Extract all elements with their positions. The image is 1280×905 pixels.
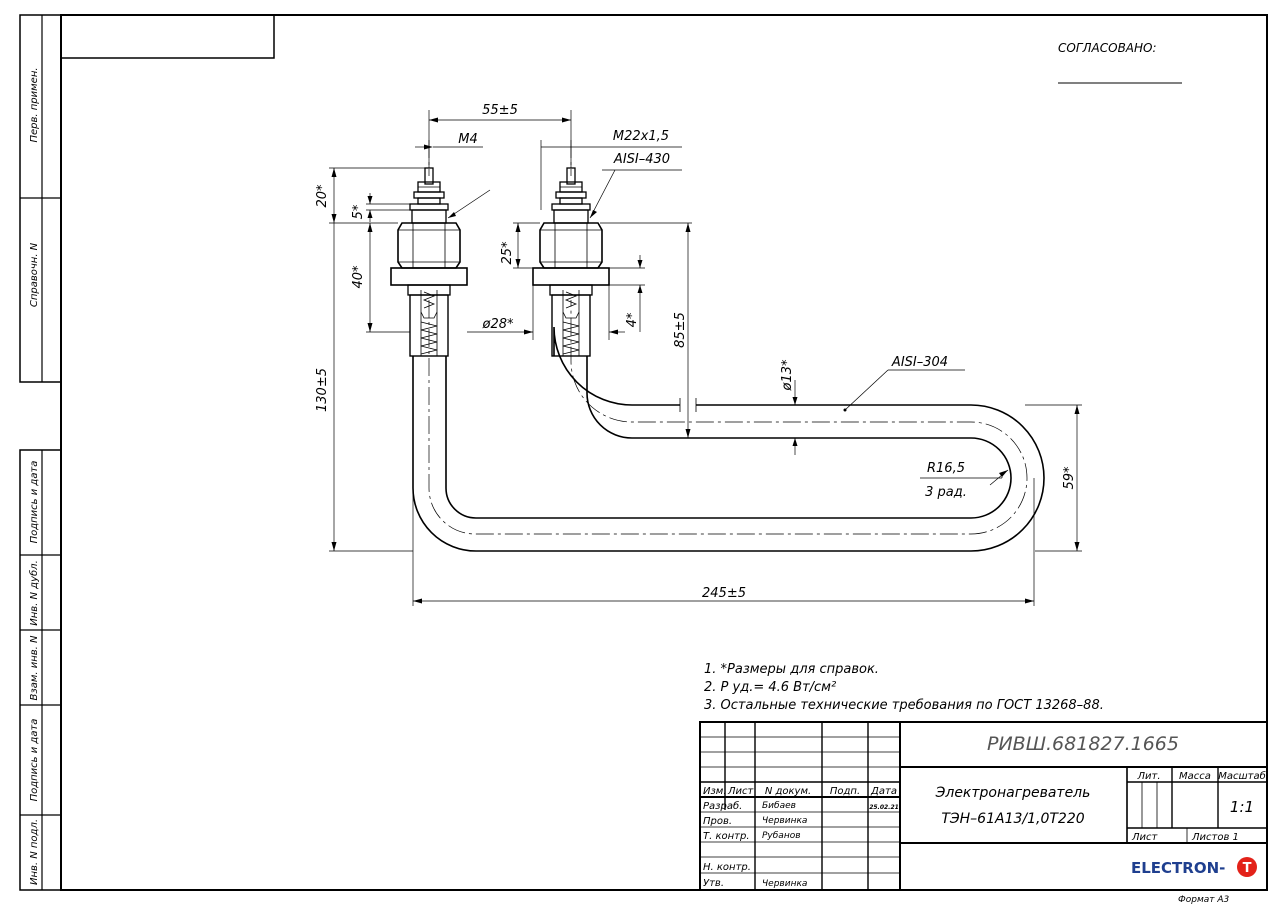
perv-primen-label: Перв. примен. xyxy=(29,67,40,142)
dim-m22: M22x1,5 xyxy=(613,129,669,144)
listov-label: Листов 1 xyxy=(1191,832,1239,843)
heater-tube xyxy=(412,300,1045,552)
technical-notes: 1. *Размеры для справок. 2. Р уд.= 4.6 В… xyxy=(704,662,1104,713)
podp-data-bottom-label: Подпись и дата xyxy=(29,719,40,802)
dim-130: 130±5 xyxy=(315,368,330,412)
note-2: 2. Р уд.= 4.6 Вт/см² xyxy=(704,680,836,695)
top-left-box xyxy=(60,14,275,59)
title-block: РИВШ.681827.1665 Электронагреватель ТЭН–… xyxy=(699,721,1268,891)
note-3: 3. Остальные технические требования по Г… xyxy=(704,698,1104,713)
electron-logo: ELECTRON- T xyxy=(1131,857,1257,877)
dimension-labels: 55±5 M4 M22x1,5 AISI–430 20* 5* 40* 25* … xyxy=(315,103,1077,601)
dim-r165: R16,5 xyxy=(927,461,965,476)
razrab-date: 25.02.21 xyxy=(869,804,899,811)
hdr-ndokum: N докум. xyxy=(765,786,811,797)
dim-55: 55±5 xyxy=(482,103,518,118)
list-label: Лист xyxy=(1131,832,1159,843)
note-1: 1. *Размеры для справок. xyxy=(704,662,879,677)
razrab-name: Бибаев xyxy=(762,801,796,811)
dim-5: 5* xyxy=(351,204,366,219)
dim-m4: M4 xyxy=(458,132,478,147)
logo-text: ELECTRON- xyxy=(1131,859,1225,877)
sheet-frame xyxy=(60,14,1268,891)
hdr-data: Дата xyxy=(870,786,897,797)
dim-13: ø13* xyxy=(780,359,795,391)
hdr-podp: Подп. xyxy=(830,786,860,797)
prov-name: Червинка xyxy=(762,816,807,826)
logo-circle xyxy=(1237,857,1257,877)
left-terminal xyxy=(390,140,468,357)
hdr-izm: Изм. xyxy=(703,786,727,797)
tkontr-name: Рубанов xyxy=(762,831,801,841)
utv-name: Червинка xyxy=(762,879,807,889)
massa-label: Масса xyxy=(1179,771,1211,782)
product-name: Электронагреватель xyxy=(935,785,1091,801)
dim-aisi430: AISI–430 xyxy=(613,152,670,167)
dim-4: 4* xyxy=(625,312,640,327)
dim-20: 20* xyxy=(315,184,330,208)
scale-value: 1:1 xyxy=(1230,798,1254,816)
approval-label: СОГЛАСОВАНО: xyxy=(1058,41,1157,55)
product-code: ТЭН–61А13/1,0Т220 xyxy=(941,811,1084,827)
dim-85: 85±5 xyxy=(673,312,688,348)
right-terminal xyxy=(532,140,610,357)
prov-label: Пров. xyxy=(703,816,732,827)
razrab-label: Разраб. xyxy=(703,800,742,812)
dim-40: 40* xyxy=(351,265,366,289)
inv-dubl-label: Инв. N дубл. xyxy=(28,560,40,626)
masshtab-label: Масштаб xyxy=(1218,770,1266,782)
hdr-list: Лист xyxy=(727,786,755,797)
dim-rad3: 3 рад. xyxy=(925,485,967,500)
podp-data-top-label: Подпись и дата xyxy=(29,461,40,544)
sprav-n-label: Справочн. N xyxy=(29,242,40,307)
doc-number: РИВШ.681827.1665 xyxy=(987,733,1179,755)
format-label: Формат А3 xyxy=(1178,895,1230,905)
dim-aisi304: AISI–304 xyxy=(891,355,948,370)
dim-25: 25* xyxy=(500,241,515,265)
dim-59: 59* xyxy=(1062,466,1077,490)
logo-mark: T xyxy=(1243,861,1252,876)
vzam-inv-label: Взам. инв. N xyxy=(29,635,40,700)
utv-label: Утв. xyxy=(703,878,724,889)
nkontr-label: Н. контр. xyxy=(703,862,751,873)
lit-label: Лит. xyxy=(1136,771,1160,782)
dimension-lines xyxy=(329,110,1082,606)
dim-28: ø28* xyxy=(482,317,514,332)
inv-podl-label: Инв. N подл. xyxy=(29,819,40,885)
side-stamp: Перв. примен. Справочн. N Подпись и дата… xyxy=(19,14,62,891)
tkontr-label: Т. контр. xyxy=(703,831,750,842)
dim-245: 245±5 xyxy=(702,586,746,601)
